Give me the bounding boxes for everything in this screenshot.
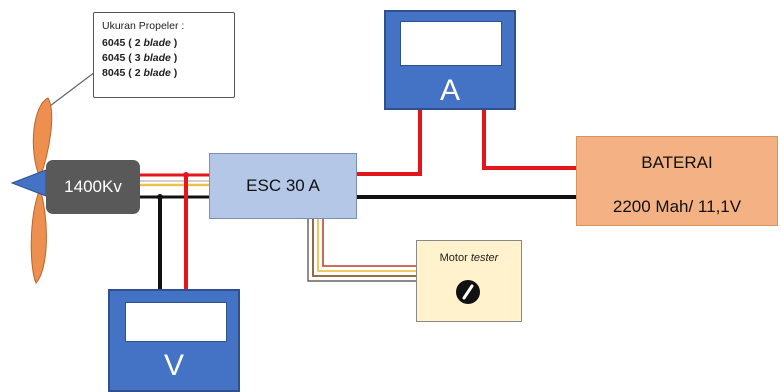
battery-spec: 2200 Mah/ 11,1V [612, 197, 742, 216]
knob-icon [456, 280, 480, 304]
tester-wire-brown [312, 219, 416, 277]
battery-name: BATERAI [641, 153, 713, 172]
tester-wire-red [322, 219, 416, 267]
propeller-note-title: Ukuran Propeler : [102, 20, 185, 32]
battery-block: BATERAI 2200 Mah/ 11,1V [576, 136, 778, 226]
ammeter-display [400, 21, 502, 66]
motor-tester-label: Motor tester [439, 252, 499, 264]
propeller [10, 97, 53, 284]
ammeter-to-battery-red [482, 110, 576, 170]
esc-block: ESC 30 A [209, 153, 357, 219]
motor-block: 1400Kv [46, 160, 140, 214]
motor-label: 1400Kv [64, 177, 122, 196]
voltmeter-junction-black [157, 194, 163, 200]
motor-tester: Motor tester [416, 240, 522, 322]
voltmeter-display [125, 302, 227, 342]
voltmeter-junction-red [183, 172, 189, 178]
tester-wire-yellow [317, 219, 416, 272]
tester-wire-dark [307, 219, 416, 282]
propeller-size-row: 8045 ( 2 blade ) [102, 67, 178, 79]
esc-label: ESC 30 A [246, 176, 320, 195]
propeller-size-row: 6045 ( 3 blade ) [102, 52, 178, 64]
ammeter: A [384, 10, 516, 110]
voltmeter: V [108, 289, 240, 392]
esc-to-ammeter-red [357, 110, 422, 176]
propeller-size-row: 6045 ( 2 blade ) [102, 37, 178, 49]
propeller-spinner [10, 169, 47, 197]
voltmeter-symbol: V [163, 349, 184, 382]
propeller-size-note: Ukuran Propeler : 6045 ( 2 blade ) 6045 … [93, 12, 235, 98]
ammeter-symbol: A [439, 74, 460, 107]
